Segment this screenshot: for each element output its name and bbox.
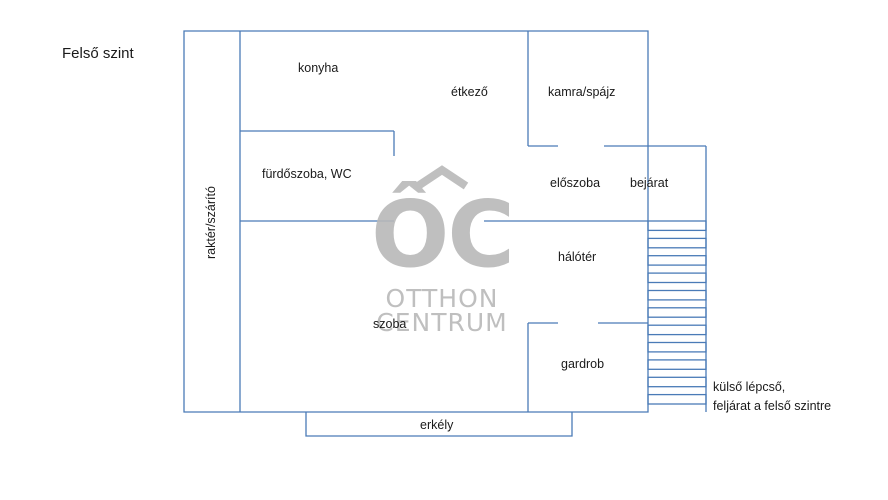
room-label-bejarat: bejárat bbox=[630, 176, 669, 190]
room-label-etkezo: étkező bbox=[451, 85, 488, 99]
room-label-gardrob: gardrob bbox=[561, 357, 604, 371]
watermark-logo: ÔC bbox=[371, 179, 513, 288]
floor-title: Felső szint bbox=[62, 45, 135, 62]
room-labels: konyha étkező kamra/spájz fürdőszoba, WC… bbox=[204, 61, 831, 432]
stair-step bbox=[647, 289, 707, 301]
watermark: ÔC OTTHON CENTRUM bbox=[371, 165, 515, 337]
stair-step bbox=[647, 272, 707, 284]
watermark-roof-icon bbox=[415, 165, 469, 190]
stairs-label-line1: külső lépcső, bbox=[713, 380, 785, 394]
stair-step bbox=[647, 307, 707, 318]
balcony-outline bbox=[305, 412, 573, 437]
outer-wall bbox=[183, 30, 649, 413]
room-label-haloter: hálótér bbox=[558, 250, 596, 264]
stair-step bbox=[647, 393, 707, 405]
stair-step bbox=[647, 341, 707, 353]
stair-step bbox=[647, 255, 707, 266]
stair-step bbox=[647, 237, 707, 249]
stair-step bbox=[647, 220, 707, 232]
room-label-szoba: szoba bbox=[373, 317, 406, 331]
room-label-konyha: konyha bbox=[298, 61, 338, 75]
stair-step bbox=[647, 376, 707, 388]
stair-step bbox=[647, 324, 707, 336]
stair-step bbox=[647, 359, 707, 370]
room-label-rakter: raktér/szárító bbox=[204, 186, 218, 259]
watermark-line1: OTTHON bbox=[386, 284, 499, 313]
room-label-erkely: erkély bbox=[420, 418, 454, 432]
external-stairs bbox=[647, 220, 707, 405]
room-label-eloszoba: előszoba bbox=[550, 176, 600, 190]
room-label-furdo: fürdőszoba, WC bbox=[262, 167, 352, 181]
watermark-line2: CENTRUM bbox=[376, 308, 507, 337]
room-label-kamra: kamra/spájz bbox=[548, 85, 615, 99]
stairs-label-line2: feljárat a felső szintre bbox=[713, 399, 831, 413]
